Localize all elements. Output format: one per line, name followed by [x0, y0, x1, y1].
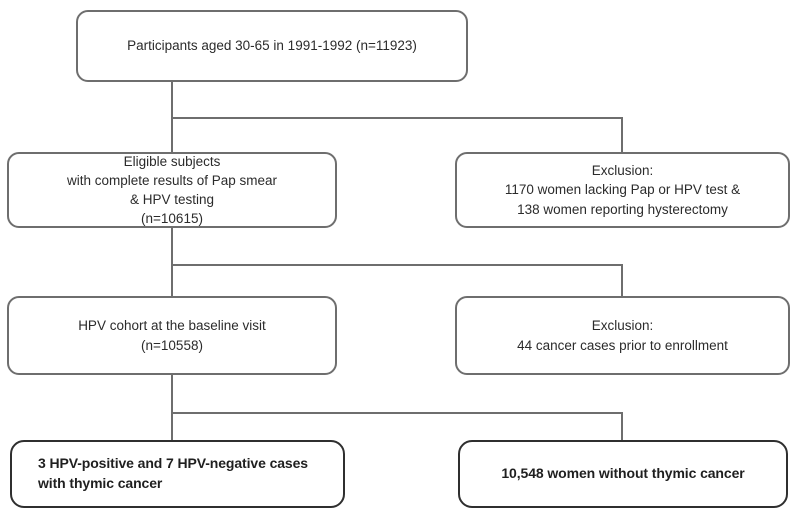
node-women-without-thymic-cancer-label: 10,548 women without thymic cancer [501, 465, 745, 482]
node-exclusion-1[interactable]: Exclusion: 1170 women lacking Pap or HPV… [455, 152, 790, 228]
node-thymic-cancer-cases-label: 3 HPV-positive and 7 HPV-negative cases … [38, 455, 308, 491]
connector-eligible-to-exclusion2-horizontal [171, 264, 623, 266]
connector-noncases-drop [621, 412, 623, 440]
connector-exclusion1-drop [621, 117, 623, 152]
node-women-without-thymic-cancer[interactable]: 10,548 women without thymic cancer [458, 440, 788, 508]
connector-exclusion2-drop [621, 264, 623, 296]
node-thymic-cancer-cases[interactable]: 3 HPV-positive and 7 HPV-negative cases … [10, 440, 345, 508]
connector-eligible-stem [171, 228, 173, 296]
connector-cohort-to-noncases-horizontal [171, 412, 623, 414]
node-enrollment[interactable]: Participants aged 30-65 in 1991-1992 (n=… [76, 10, 468, 82]
node-exclusion-1-label: Exclusion: 1170 women lacking Pap or HPV… [504, 163, 741, 217]
node-exclusion-2-label: Exclusion: 44 cancer cases prior to enro… [517, 318, 728, 353]
node-hpv-cohort[interactable]: HPV cohort at the baseline visit (n=1055… [7, 296, 337, 375]
connector-enrollment-to-exclusion1-horizontal [171, 117, 623, 119]
node-eligible-subjects-label: Eligible subjects with complete results … [66, 153, 278, 227]
node-hpv-cohort-label: HPV cohort at the baseline visit (n=1055… [78, 318, 266, 353]
node-exclusion-2[interactable]: Exclusion: 44 cancer cases prior to enro… [455, 296, 790, 375]
node-enrollment-label: Participants aged 30-65 in 1991-1992 (n=… [127, 38, 417, 54]
node-eligible-subjects[interactable]: Eligible subjects with complete results … [7, 152, 337, 228]
connector-cohort-stem [171, 375, 173, 440]
